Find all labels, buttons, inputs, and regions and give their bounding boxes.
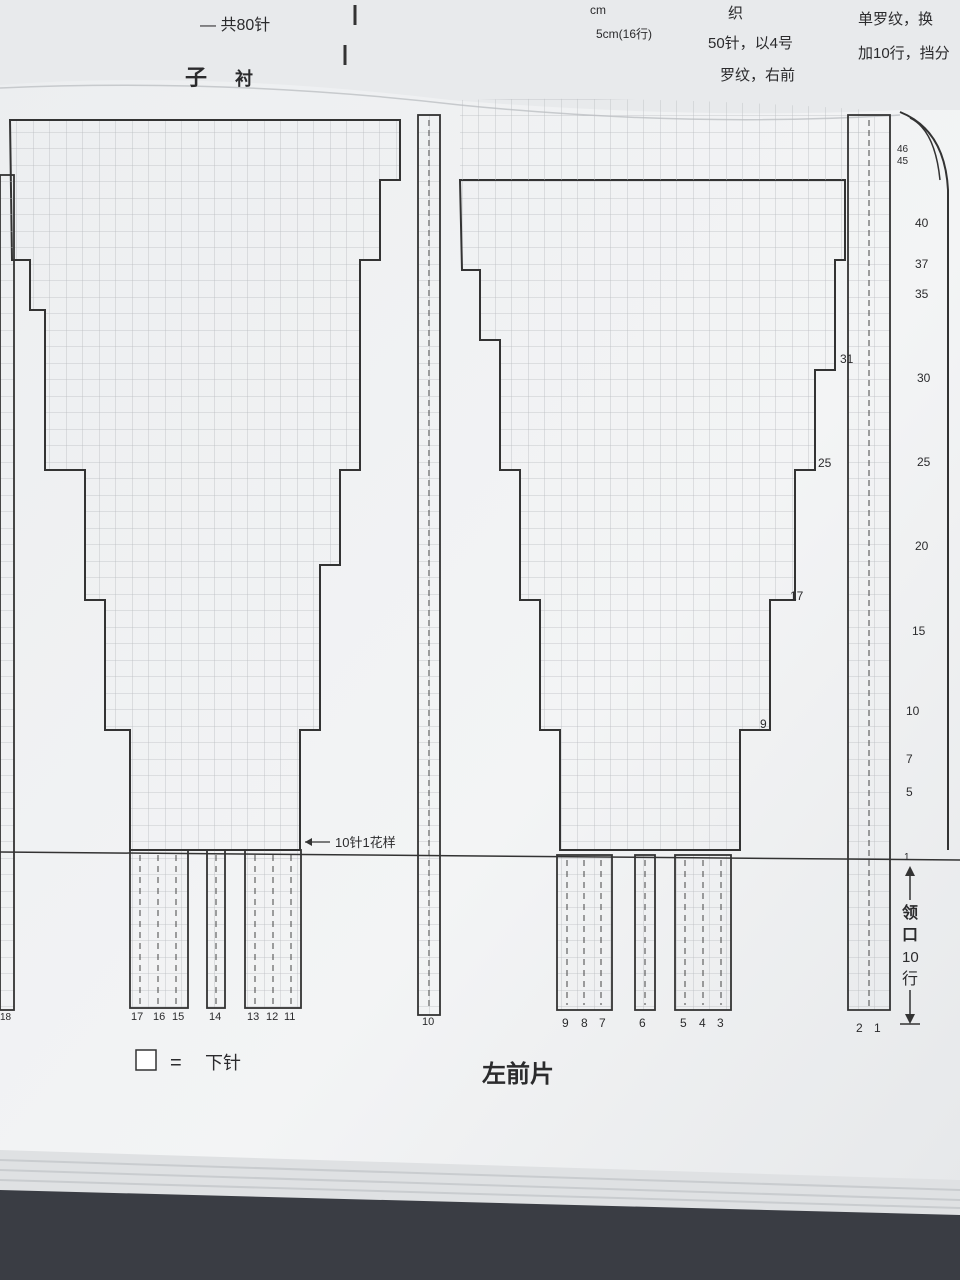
label-chart-row_numbers_right-10: 7: [906, 752, 913, 766]
pattern-repeat-note: 10针1花样: [305, 835, 396, 850]
label-chart-stitch_numbers_left-4: 14: [209, 1011, 221, 1023]
label-chart-stitch_numbers_left-5: 13: [247, 1011, 259, 1023]
knit-stitch-swatch: [135, 1049, 157, 1071]
label-chart-stitch_numbers_right-6: 3: [717, 1016, 724, 1030]
label-chart-row_numbers_inner-0: 31: [840, 352, 854, 366]
label-chart-row_numbers_inner-1: 25: [818, 456, 832, 470]
clip-h: 罗纹，右前: [720, 67, 795, 84]
clip-e: 子: [185, 65, 207, 90]
label-chart-stitch_numbers_left-2: 16: [153, 1011, 165, 1023]
label-chart-pattern_note: 10针1花样: [335, 835, 396, 850]
clip-f: 织: [728, 5, 743, 22]
label-chart-stitch_numbers_right-0: 9: [562, 1016, 569, 1030]
label-chart-row_numbers_right-1: 45: [897, 156, 909, 167]
label-chart-row_numbers_right-0: 46: [897, 144, 909, 155]
chart-title: 左前片: [482, 1060, 554, 1088]
label-chart-row_numbers_right-2: 40: [915, 216, 929, 230]
top-clippings: — 共80针 cm 5cm(16行) 衬 子 织 50针，以4号 罗纹，右前 单…: [185, 3, 950, 90]
clip-a: — 共80针: [200, 16, 270, 34]
clip-i: 单罗纹，换: [858, 11, 933, 28]
legend-text: 下针: [205, 1053, 241, 1073]
label-chart-row_numbers_right-6: 25: [917, 455, 931, 469]
clip-g: 50针，以4号: [708, 35, 793, 52]
label-chart-stitch_numbers_left-8: 10: [422, 1016, 434, 1028]
stitch-numbers: 18 17 16 15 14 13 12 11 10 9 8 7 6 5 4 3…: [0, 1011, 881, 1035]
clip-b: cm: [590, 3, 606, 17]
label-chart-stitch_numbers_left-3: 15: [172, 1011, 184, 1023]
row-numbers-inner: 31 25 17 9: [760, 352, 854, 731]
label-chart-stitch_numbers_right-5: 4: [699, 1016, 706, 1030]
label-chart-stitch_numbers_right-7: 2: [856, 1021, 863, 1035]
label-chart-stitch_numbers_left-7: 11: [284, 1011, 295, 1023]
label-chart-stitch_numbers_right-8: 1: [874, 1021, 881, 1035]
label-chart-row_numbers_inner-3: 9: [760, 717, 767, 731]
label-chart-row_numbers_inner-2: 17: [790, 589, 804, 603]
label-chart-row_numbers_right-5: 30: [917, 371, 931, 385]
row-1-baseline: [0, 851, 960, 861]
neckline-label: 领 口 10 行: [900, 866, 920, 1025]
legend: = 下针: [135, 1049, 241, 1074]
label-chart-stitch_numbers_left-1: 17: [131, 1011, 143, 1023]
label-chart-neck_label-2: 10: [902, 949, 919, 966]
label-chart-stitch_numbers_left-0: 18: [0, 1012, 12, 1023]
label-chart-stitch_numbers_left-6: 12: [266, 1011, 278, 1023]
page-edges: [0, 1150, 960, 1215]
label-chart-row_numbers_right-9: 10: [906, 704, 920, 718]
clip-d: 衬: [235, 68, 253, 89]
row-numbers-right: 46 45 40 37 35 30 25 20 15 10 7 5 1: [897, 144, 931, 863]
clip-c: 5cm(16行): [596, 27, 652, 41]
label-chart-stitch_numbers_right-4: 5: [680, 1016, 687, 1030]
left-chart-panel: [0, 114, 441, 1016]
label-chart-row_numbers_right-7: 20: [915, 539, 929, 553]
label-chart-row_numbers_right-4: 35: [915, 287, 929, 301]
label-chart-stitch_numbers_right-3: 6: [639, 1016, 646, 1030]
legend-equals: =: [170, 1052, 182, 1074]
label-chart-row_numbers_right-8: 15: [912, 624, 926, 638]
clip-j: 加10行，挡分: [858, 45, 950, 62]
label-chart-neck_label-0: 领: [902, 903, 918, 922]
label-chart-row_numbers_right-3: 37: [915, 257, 929, 271]
label-chart-neck_label-3: 行: [902, 970, 918, 988]
right-chart-panel: [458, 98, 949, 1011]
label-chart-stitch_numbers_right-1: 8: [581, 1016, 588, 1030]
label-chart-row_numbers_right-11: 5: [906, 785, 913, 799]
label-chart-neck_label-1: 口: [902, 927, 918, 944]
label-chart-stitch_numbers_right-2: 7: [599, 1016, 606, 1030]
label-chart-row_numbers_right-12: 1: [904, 852, 910, 863]
